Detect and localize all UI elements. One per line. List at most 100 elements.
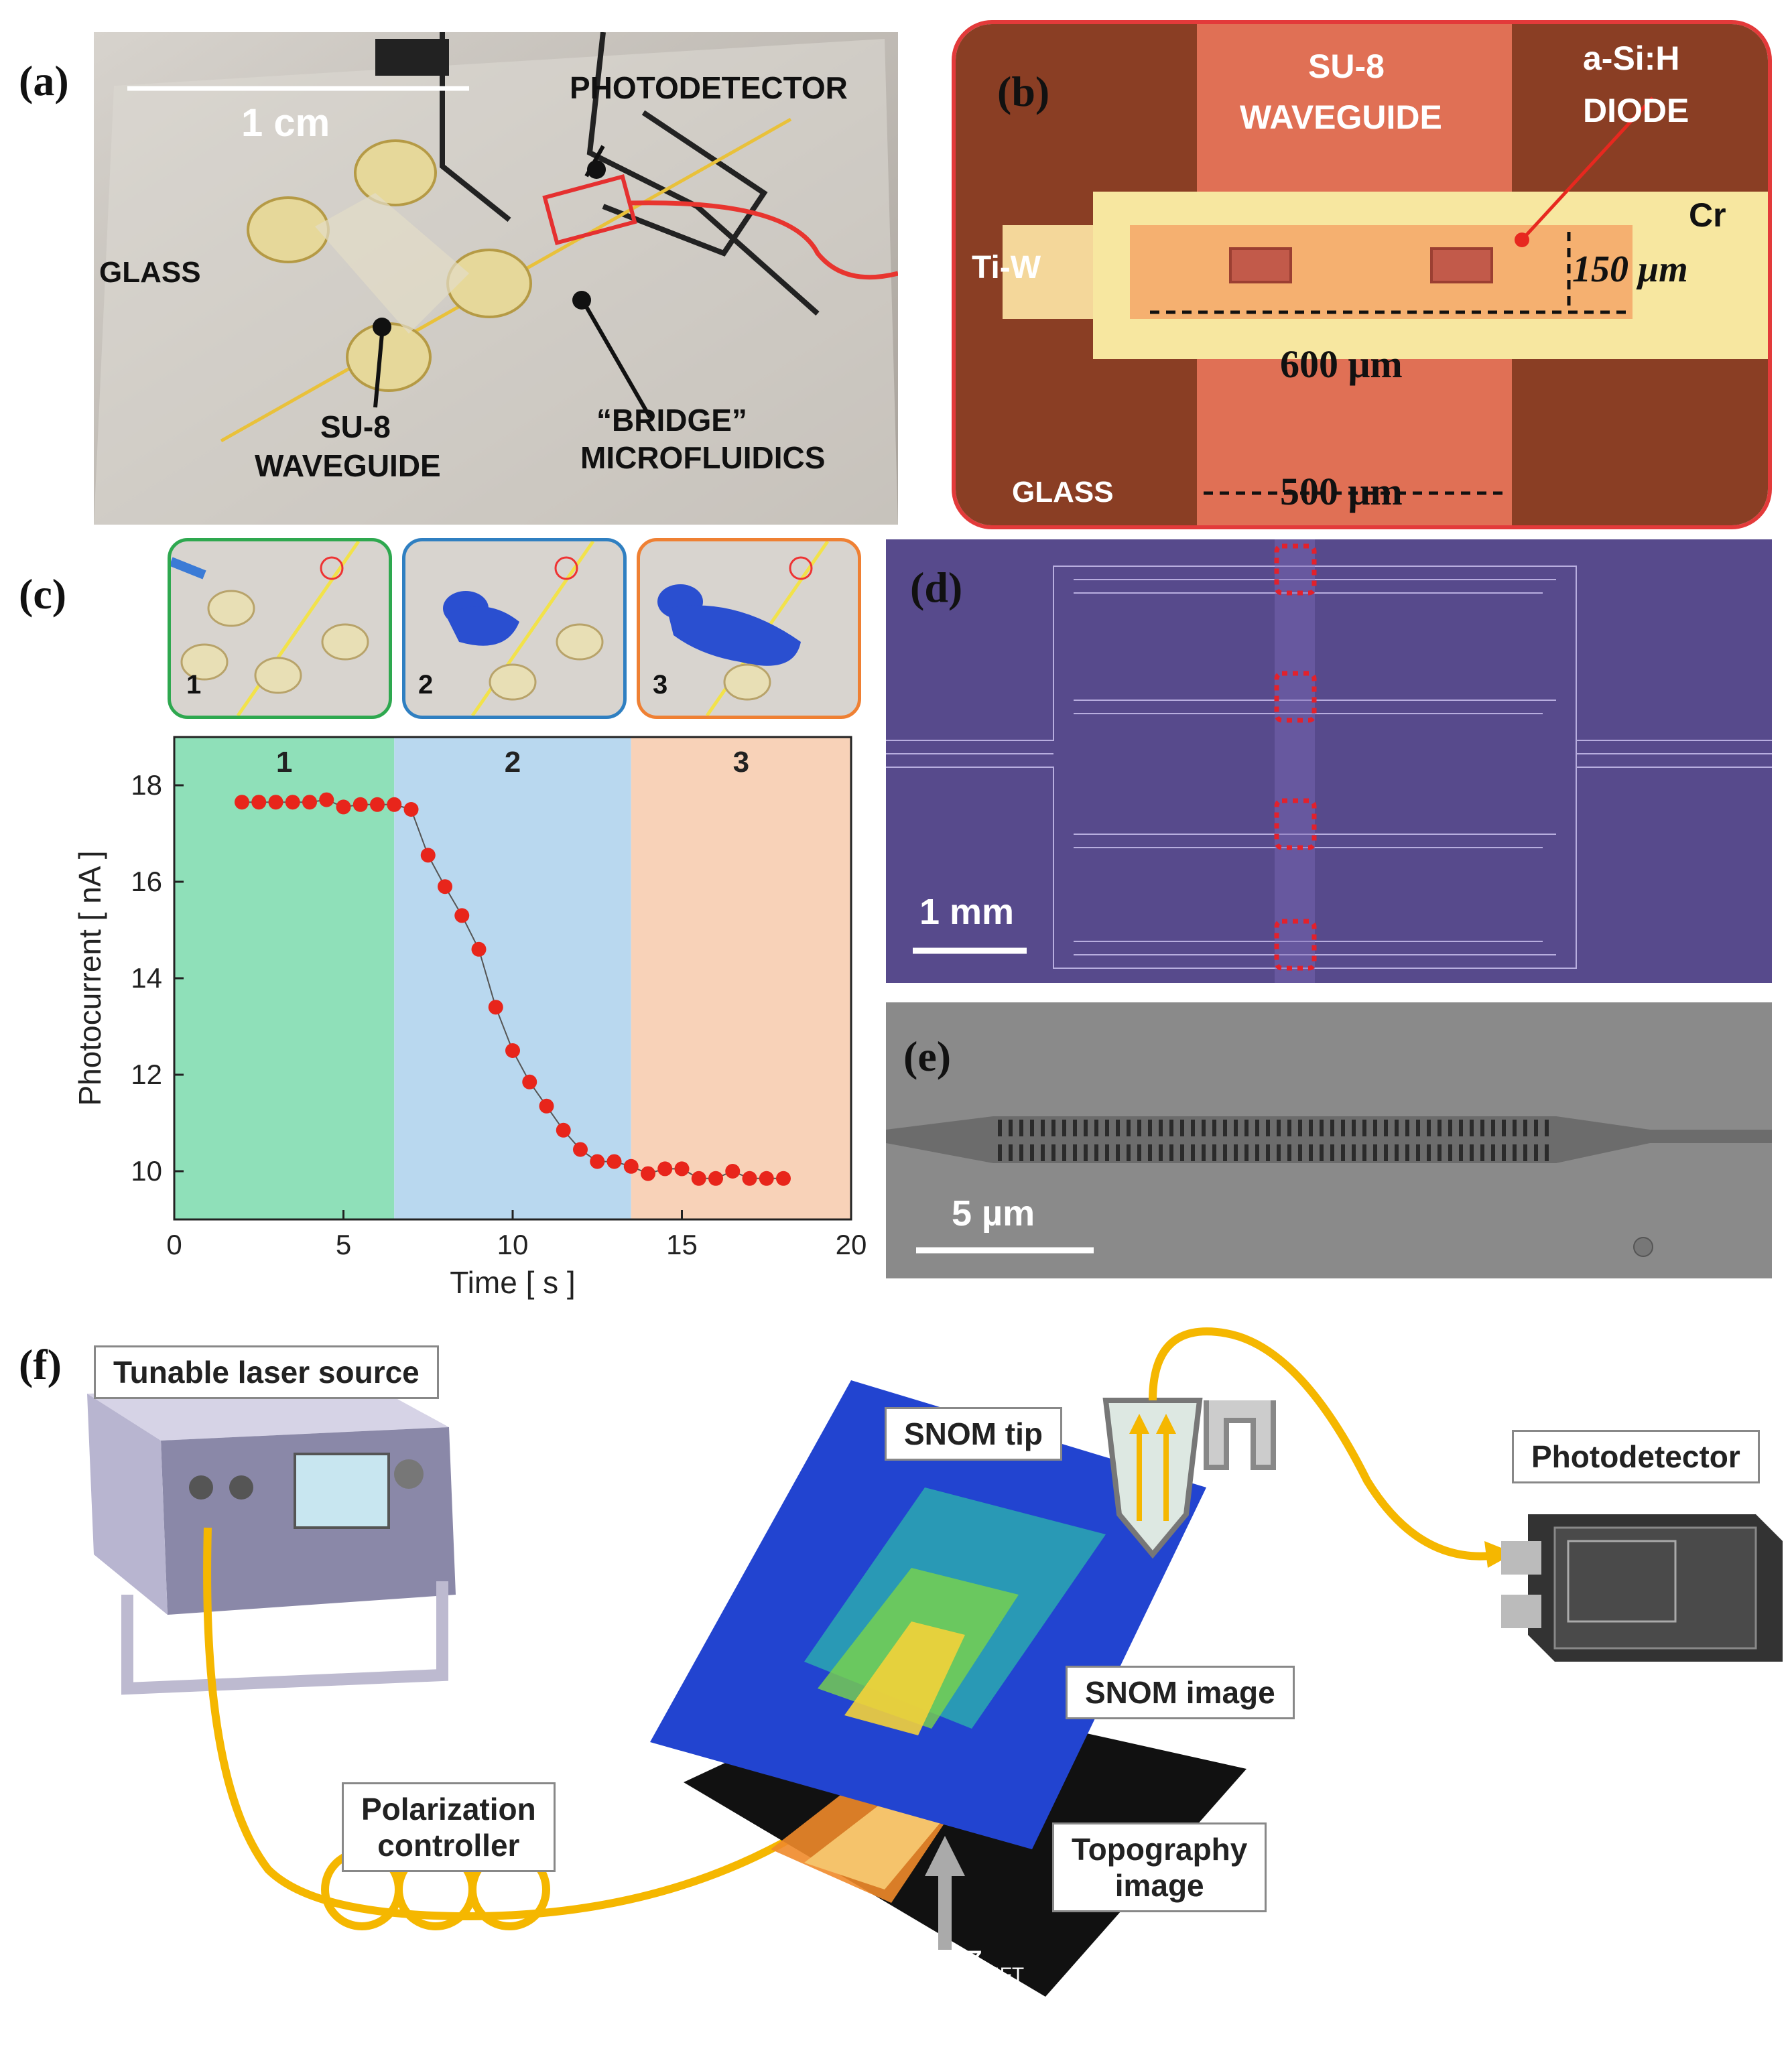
dim-600-label: 600 μm [1280,342,1403,386]
data-point [674,1161,690,1177]
data-point [235,795,249,810]
data-point [742,1171,757,1186]
data-point [302,795,317,810]
data-point [353,797,368,812]
data-point [691,1171,706,1186]
panel-b-label: (b) [997,68,1050,115]
data-point [539,1098,554,1114]
data-point [522,1074,537,1089]
data-point [285,795,300,810]
dim-150-label: 150 μm [1572,249,1688,290]
data-point [268,795,283,810]
data-point [438,879,452,894]
data-point [606,1154,622,1169]
data-point [759,1171,774,1186]
grating-teeth [998,1120,1549,1161]
topography-image-label: Topography image [1052,1822,1267,1912]
photodetector-label: PHOTODETECTOR [570,70,848,105]
region-3 [631,737,851,1219]
waveguide-label-1: SU-8 [320,409,391,444]
x-tick-label: 5 [336,1229,351,1260]
y-tick-label: 14 [131,962,162,994]
y-tick-label: 18 [131,769,162,801]
region-label-3: 3 [733,746,749,779]
topography-line-1: Topography [1072,1832,1248,1867]
bridge-label-1: “BRIDGE” [596,403,747,438]
zlift-label: ZLIFT [962,1943,1024,1987]
y-tick-label: 10 [131,1155,162,1187]
y-tick-label: 12 [131,1059,162,1090]
data-point [370,797,385,812]
diode-label-2: DIODE [1583,92,1689,129]
data-point [641,1166,655,1181]
topography-line-2: image [1114,1868,1204,1903]
glass-label-b: GLASS [1012,476,1114,509]
polarization-controller-label: Polarization controller [342,1782,556,1872]
scale-bar-1mm: 1 mm [919,892,1015,932]
data-point [488,1000,503,1015]
panel-d-micrograph [886,539,1772,983]
cr-label: Cr [1689,196,1726,234]
waveguide-label-2: WAVEGUIDE [255,448,441,483]
data-point [573,1142,588,1157]
region-2 [394,737,631,1219]
y-tick-label: 16 [131,866,162,897]
data-point [657,1161,673,1177]
bridge-label-2: MICROFLUIDICS [580,440,826,475]
dim-500-label: 500 μm [1280,470,1403,513]
diode-label-1: a-Si:H [1583,40,1680,77]
panel-a-label: (a) [19,57,69,105]
panel-a-photo [94,32,898,525]
data-point [708,1171,723,1186]
data-point [336,799,351,815]
panel-b-micrograph [952,20,1772,529]
thumbnail-3-label: 3 [653,670,668,700]
data-point [387,797,402,812]
thumbnail-3 [637,538,861,719]
data-point [420,848,436,863]
panel-c-label: (c) [19,570,67,618]
region-1 [174,737,395,1219]
su8-label-1: SU-8 [1308,48,1385,85]
panel-d-label: (d) [910,563,963,611]
thumbnail-2-label: 2 [418,670,434,700]
thumbnail-2 [402,538,627,719]
data-point [319,792,334,807]
scale-bar-5um: 5 µm [952,1193,1035,1234]
panel-e-sem [886,1002,1772,1278]
data-point [776,1171,791,1186]
data-point [590,1154,605,1169]
panel-f-label: (f) [19,1341,62,1388]
photodetector-label-f: Photodetector [1512,1430,1760,1483]
data-point [251,795,267,810]
snom-image-label: SNOM image [1066,1666,1295,1719]
region-label-1: 1 [276,746,292,779]
x-tick-label: 15 [666,1229,698,1260]
snom-tip-label: SNOM tip [885,1407,1062,1461]
data-point [556,1122,571,1138]
panel-e-label: (e) [903,1033,952,1080]
region-label-2: 2 [505,746,521,779]
scale-bar-label: 1 cm [241,101,330,145]
y-axis-label: Photocurrent [ nA ] [72,850,107,1106]
panel-f-setup [87,1327,1783,1997]
data-point [403,802,419,817]
polarization-line-2: controller [377,1828,520,1863]
tiw-label: Ti-W [972,250,1041,285]
data-point [725,1164,741,1179]
thumbnail-1 [168,538,392,719]
laser-instrument [87,1387,456,1695]
x-tick-label: 0 [166,1229,182,1260]
glass-label: GLASS [99,256,201,289]
x-tick-label: 20 [836,1229,867,1260]
polarization-line-1: Polarization [361,1792,536,1826]
laser-source-label: Tunable laser source [94,1345,439,1399]
data-point [454,908,470,923]
data-point [505,1043,520,1058]
thumbnail-1-label: 1 [186,670,202,700]
zlift-sub: LIFT [982,1964,1025,1986]
data-point [471,941,487,957]
zlift-main: Z [962,1944,983,1981]
su8-label-2: WAVEGUIDE [1240,98,1442,136]
